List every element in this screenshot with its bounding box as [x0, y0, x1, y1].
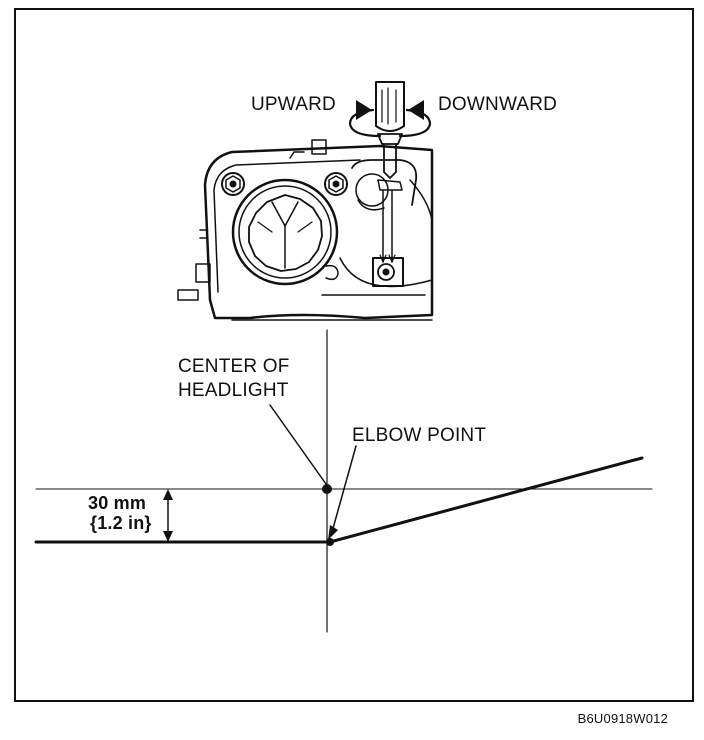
center-of-headlight-dot [322, 484, 332, 494]
bulb-socket [231, 178, 339, 286]
aiming-screen [34, 329, 653, 633]
dimension-mm-label: 30 mm [88, 493, 147, 513]
figure-code: B6U0918W012 [577, 711, 668, 726]
elbow-point-label: ELBOW POINT [352, 425, 487, 446]
rotation-arrows [348, 100, 432, 138]
center-of-headlight-label-line2: HEADLIGHT [178, 380, 289, 401]
elbow-point-dot [326, 538, 334, 546]
figure-frame [14, 8, 694, 702]
elbow-leader [331, 445, 357, 533]
mounting-bolt-right [324, 172, 348, 196]
dimension-in-label: {1.2 in} [90, 513, 152, 533]
downward-label: DOWNWARD [438, 94, 558, 115]
upward-label: UPWARD [251, 94, 336, 115]
mounting-bolt-left [221, 172, 245, 196]
center-leader [269, 404, 327, 485]
headlight-housing [177, 139, 434, 321]
screwdriver [375, 81, 405, 179]
center-of-headlight-label-line1: CENTER OF [178, 356, 290, 377]
aiming-screw-assembly [351, 159, 418, 287]
dimension-arrow [163, 489, 173, 542]
